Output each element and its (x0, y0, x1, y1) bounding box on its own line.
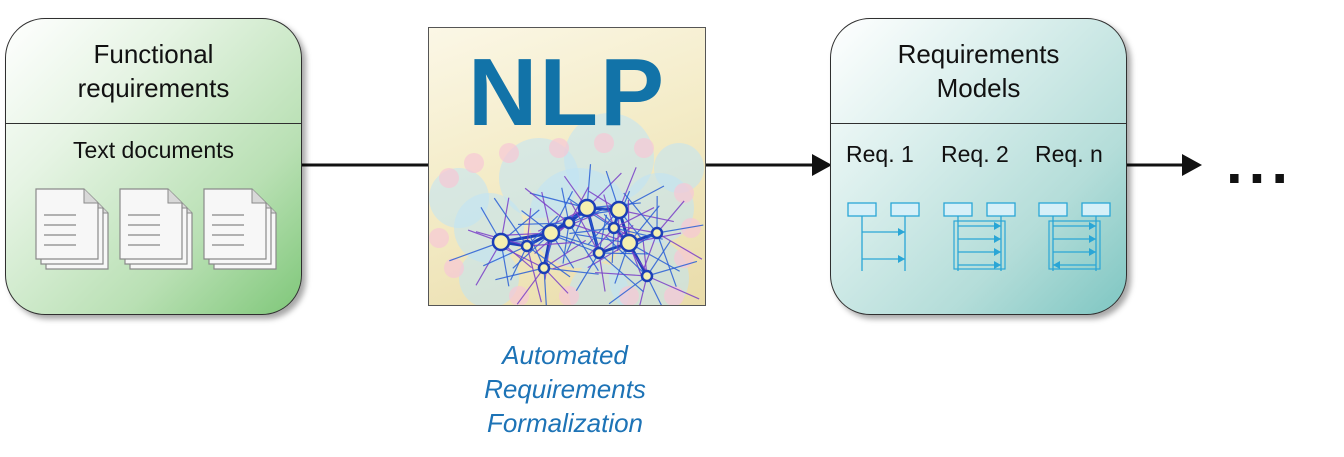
sequence-diagram-icon (1038, 202, 1111, 271)
requirements-models-title-line2: Models (936, 73, 1021, 103)
req-label-n: Req. n (1035, 141, 1103, 167)
document-stack-icon (119, 188, 193, 270)
req-label-2: Req. 2 (941, 141, 1009, 167)
continuation-ellipsis: ... (1226, 129, 1295, 196)
nlp-network-graphic (429, 113, 704, 305)
document-stack-icon (203, 188, 277, 270)
text-documents-label: Text documents (72, 137, 235, 163)
document-stack-icon (35, 188, 109, 270)
nlp-caption-line2: Requirements (484, 374, 646, 404)
requirements-models-title-line1: Requirements (897, 39, 1060, 69)
nlp-caption-line1: Automated (502, 340, 628, 370)
arrowhead-models (812, 154, 832, 176)
requirements-models-box: Requirements Models Req. 1 Req. 2 Req. n (830, 18, 1127, 315)
document-icons (35, 188, 277, 270)
nlp-caption-line3: Formalization (486, 408, 644, 438)
functional-requirements-header: Functional requirements (6, 19, 301, 124)
sequence-diagram-icon (943, 202, 1016, 271)
functional-requirements-title-line1: Functional (93, 39, 214, 69)
functional-requirements-title-line2: requirements (77, 73, 230, 103)
arrowhead-more (1182, 154, 1202, 176)
requirements-models-header: Requirements Models (831, 19, 1126, 124)
nlp-panel: NLP (428, 27, 706, 306)
nlp-caption: Automated Requirements Formalization (430, 338, 700, 440)
req-label-1: Req. 1 (846, 141, 914, 167)
nlp-title: NLP (468, 39, 666, 146)
functional-requirements-box: Functional requirements Text documents (5, 18, 302, 315)
sequence-diagram-icons (847, 202, 1111, 271)
sequence-diagram-icon (847, 202, 920, 271)
